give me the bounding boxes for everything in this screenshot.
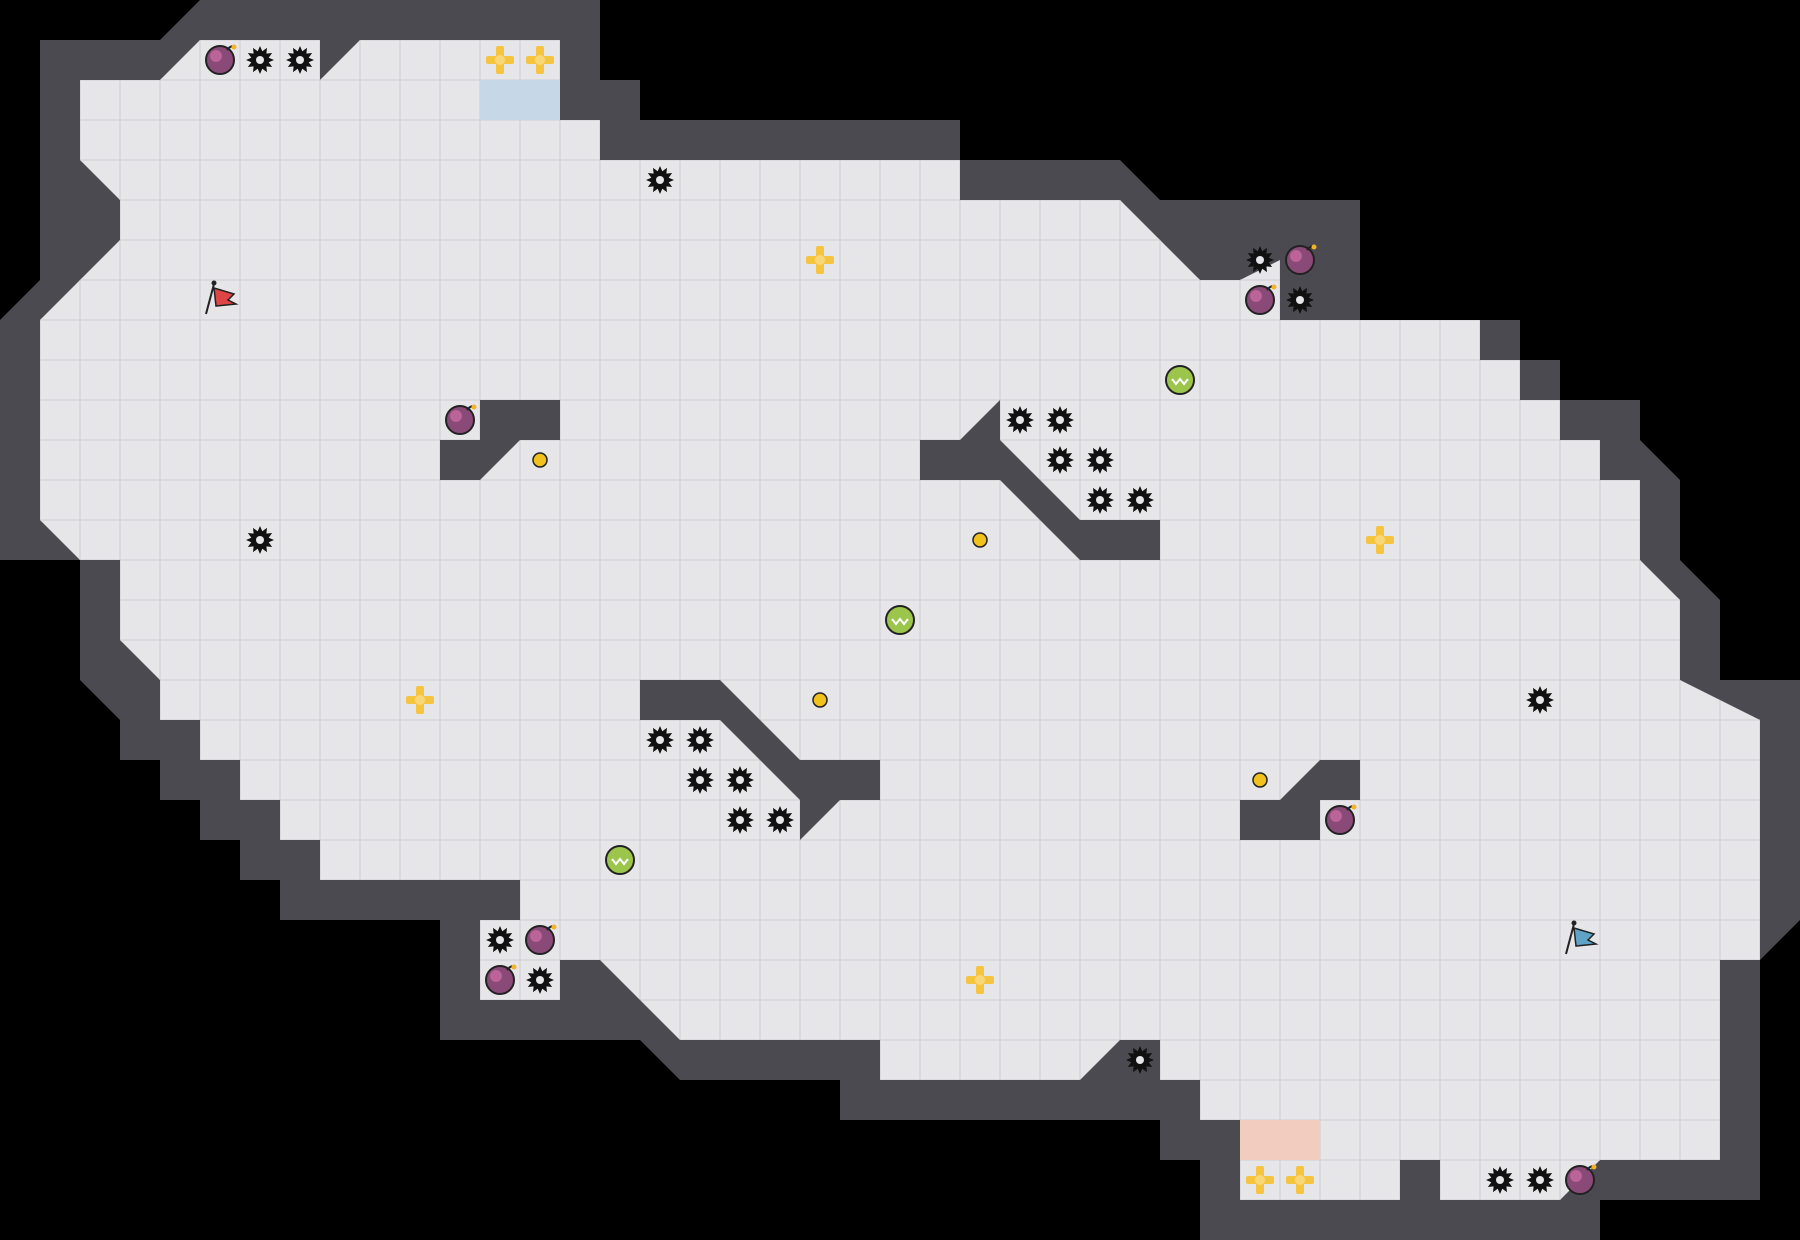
bomb-icon [1325, 804, 1357, 835]
bomb-icon [445, 404, 477, 435]
flag-icon [1565, 920, 1599, 955]
spike-icon [646, 166, 674, 194]
spike-icon [286, 46, 314, 74]
spike-icon [726, 766, 754, 794]
bomb-icon [485, 964, 517, 995]
bomb-icon [1245, 284, 1277, 315]
blue-base-tile [480, 80, 560, 120]
spike-icon [686, 726, 714, 754]
speed-boost-icon [1165, 365, 1195, 395]
wall-block [440, 920, 680, 1040]
speed-boost-icon [605, 845, 635, 875]
spike-icon [726, 806, 754, 834]
red-base-tile [1240, 1120, 1320, 1160]
spike-icon [1246, 246, 1274, 274]
powerup-icon [1246, 1166, 1274, 1194]
spike-icon [1486, 1166, 1514, 1194]
button-icon [1252, 772, 1268, 788]
spike-icon [246, 46, 274, 74]
spike-icon [1046, 446, 1074, 474]
spike-icon [1526, 1166, 1554, 1194]
wall-block [640, 680, 880, 840]
bomb-icon [205, 44, 237, 75]
button-icon [972, 532, 988, 548]
wall-block [920, 400, 1160, 560]
spike-icon [1086, 486, 1114, 514]
bomb-icon [525, 924, 557, 955]
spike-icon [766, 806, 794, 834]
button-icon [532, 452, 548, 468]
spike-icon [686, 766, 714, 794]
powerup-icon [406, 686, 434, 714]
powerup-icon [486, 46, 514, 74]
wall-block [1400, 1160, 1440, 1200]
wall-block [440, 400, 560, 480]
spike-icon [1286, 286, 1314, 314]
bomb-icon [1285, 244, 1317, 275]
spike-icon [246, 526, 274, 554]
spike-icon [1526, 686, 1554, 714]
bomb-icon [1565, 1164, 1597, 1195]
spike-icon [1086, 446, 1114, 474]
spike-icon [486, 926, 514, 954]
speed-boost-icon [885, 605, 915, 635]
map-objects [205, 44, 1599, 1195]
powerup-icon [966, 966, 994, 994]
spike-icon [1046, 406, 1074, 434]
spike-icon [1126, 486, 1154, 514]
powerup-icon [1286, 1166, 1314, 1194]
wall-block [1240, 760, 1360, 840]
spike-icon [1126, 1046, 1154, 1074]
button-icon [812, 692, 828, 708]
spike-icon [1006, 406, 1034, 434]
flag-icon [205, 280, 239, 315]
powerup-icon [806, 246, 834, 274]
spike-icon [526, 966, 554, 994]
powerup-icon [1366, 526, 1394, 554]
powerup-icon [526, 46, 554, 74]
spike-icon [646, 726, 674, 754]
